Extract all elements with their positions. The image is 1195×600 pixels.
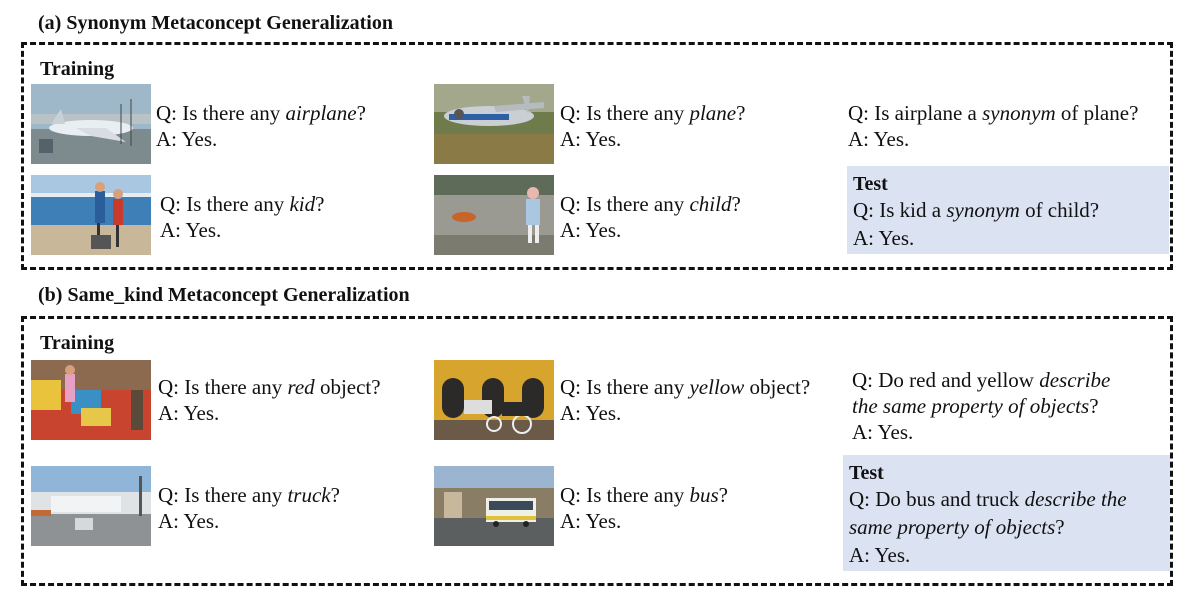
- section-a-title: (a) Synonym Metaconcept Generalization: [38, 12, 393, 34]
- test-question-b-line2: same property of objects?: [849, 515, 1065, 539]
- section-b-panel: [21, 316, 1173, 586]
- yellow-building-carriage-photo: [434, 360, 554, 440]
- qa-yellow: Q: Is there any yellow object? A: Yes.: [560, 375, 811, 425]
- truck-warehouse-photo: [31, 466, 151, 546]
- test-question-b-line1: Q: Do bus and truck describe the: [849, 487, 1127, 511]
- test-answer-a: A: Yes.: [853, 226, 915, 250]
- test-box-b: Test Q: Do bus and truck describe the sa…: [843, 455, 1170, 571]
- section-b-title: (b) Same_kind Metaconcept Generalization: [38, 284, 410, 306]
- qa-child: Q: Is there any child? A: Yes.: [560, 192, 741, 242]
- relation-b: Q: Do red and yellow describe the same p…: [852, 368, 1111, 444]
- qa-red: Q: Is there any red object? A: Yes.: [158, 375, 381, 425]
- qa-kid: Q: Is there any kid? A: Yes.: [160, 192, 325, 242]
- bus-street-photo: [434, 466, 554, 546]
- marina-kids-photo: [31, 175, 151, 255]
- test-question-a: Q: Is kid a synonym of child?: [853, 198, 1100, 222]
- section-a-training-label: Training: [40, 58, 115, 80]
- qa-bus: Q: Is there any bus? A: Yes.: [560, 483, 728, 533]
- old-plane-in-grass-photo: [434, 84, 554, 164]
- qa-plane: Q: Is there any plane? A: Yes.: [560, 101, 746, 151]
- section-b-training-label: Training: [40, 332, 115, 354]
- playground-red-photo: [31, 360, 151, 440]
- test-box-a: Test Q: Is kid a synonym of child? A: Ye…: [847, 166, 1169, 254]
- test-label-b: Test: [849, 462, 884, 484]
- qa-truck: Q: Is there any truck? A: Yes.: [158, 483, 340, 533]
- qa-airplane: Q: Is there any airplane? A: Yes.: [156, 101, 366, 151]
- child-on-street-photo: [434, 175, 554, 255]
- test-answer-b: A: Yes.: [849, 543, 911, 567]
- airport-airplane-photo: [31, 84, 151, 164]
- section-a-panel: [21, 42, 1173, 270]
- test-label-a: Test: [853, 173, 888, 195]
- relation-a: Q: Is airplane a synonym of plane? A: Ye…: [848, 101, 1139, 151]
